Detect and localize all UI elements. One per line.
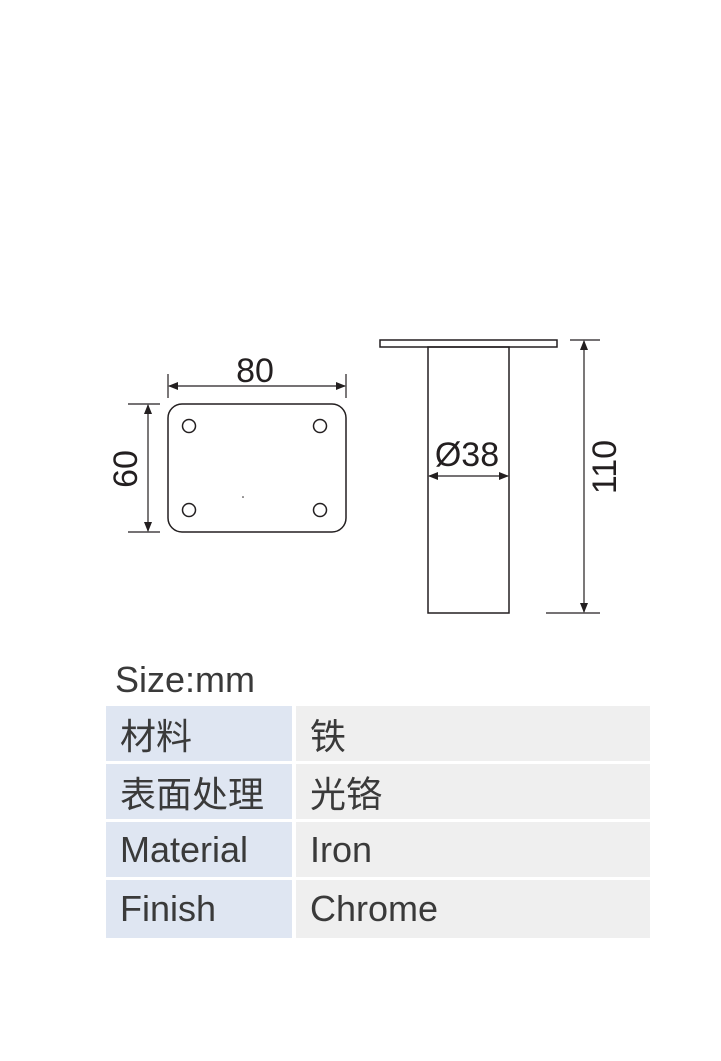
screw-hole-bottom-right: [312, 502, 328, 518]
spec-key: Material: [106, 822, 296, 880]
tube-diameter-label: Ø38: [435, 436, 499, 474]
spec-row-material-cn: 材料 铁: [106, 706, 650, 764]
spec-value: Chrome: [296, 880, 650, 938]
screw-hole-top-right: [312, 418, 328, 434]
leg-tube: [427, 346, 510, 614]
spec-key: 表面处理: [106, 764, 296, 822]
technical-drawing: 80 60 Ø38 110: [107, 339, 624, 614]
leg-side-view: Ø38 110: [379, 339, 624, 614]
leg-height-label: 110: [586, 440, 624, 494]
plate-center-mark: [242, 496, 244, 498]
spec-value: Iron: [296, 822, 650, 880]
size-unit-label: Size:mm: [115, 659, 256, 700]
spec-row-finish-en: Finish Chrome: [106, 880, 650, 938]
screw-hole-bottom-left: [181, 502, 197, 518]
spec-row-finish-cn: 表面处理 光铬: [106, 764, 650, 822]
plate-height-label: 60: [107, 450, 145, 488]
spec-value: 光铬: [296, 764, 650, 822]
screw-hole-top-left: [181, 418, 197, 434]
spec-value: 铁: [296, 706, 650, 764]
plate-width-label: 80: [236, 352, 274, 390]
mounting-plate-view: 80 60: [107, 352, 347, 533]
spec-row-material-en: Material Iron: [106, 822, 650, 880]
leg-top-plate: [379, 339, 558, 348]
spec-key: 材料: [106, 706, 296, 764]
spec-key: Finish: [106, 880, 296, 938]
mounting-plate-outline: [167, 403, 347, 533]
spec-table: 材料 铁 表面处理 光铬 Material Iron Finish Chrome: [106, 706, 650, 938]
